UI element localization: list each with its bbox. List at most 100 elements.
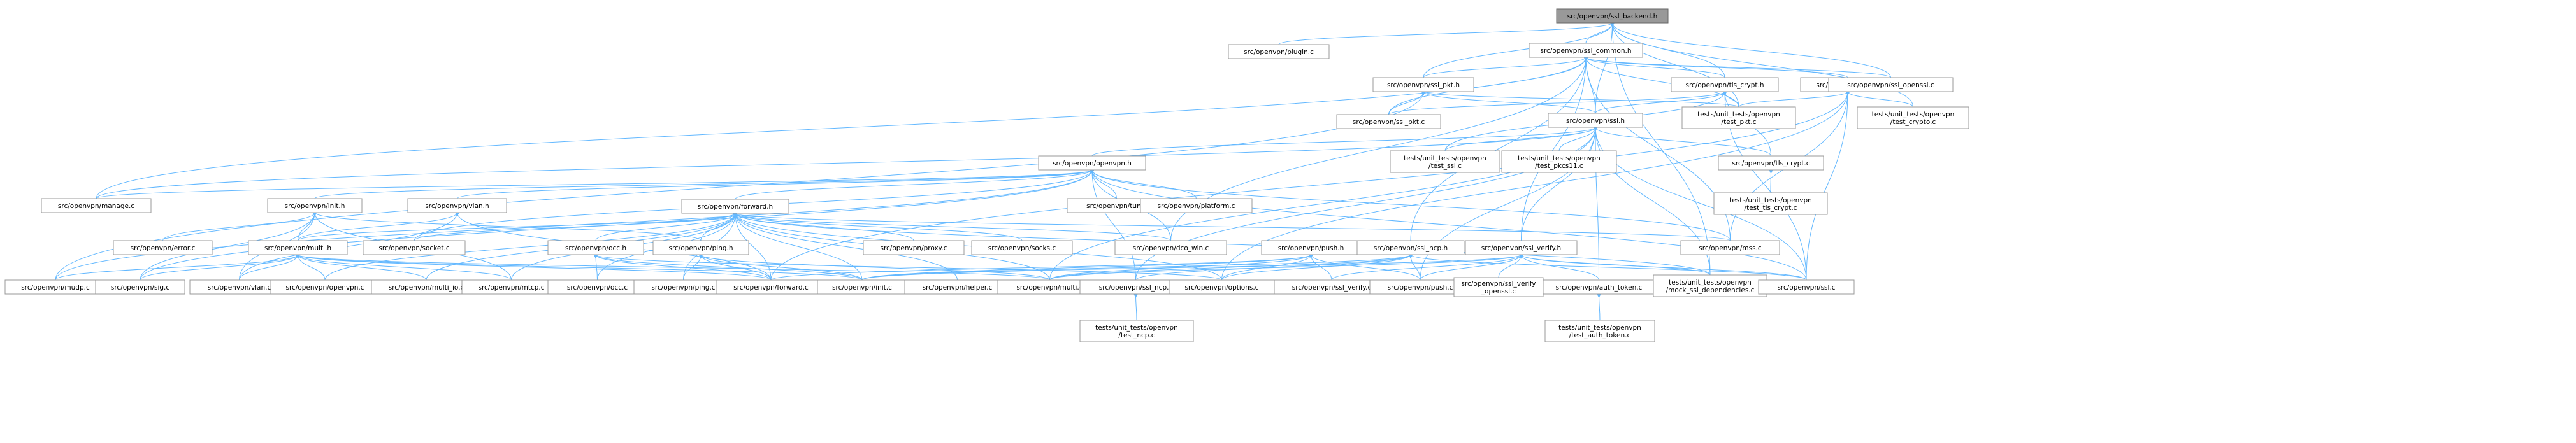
- edge-forward_h-to-openvpn_c: [324, 213, 738, 281]
- edge-openvpn_h-to-platform_c: [1090, 169, 1197, 199]
- edge-mss_h-to-ssl_c: [1806, 91, 1850, 281]
- edge-ssl_h-to-test_ssl: [1444, 127, 1598, 151]
- node-ssl-h[interactable]: src/openvpn/ssl.h: [1548, 113, 1643, 128]
- node-ssl-pkt-h[interactable]: src/openvpn/ssl_pkt.h: [1372, 77, 1474, 92]
- node-ssl-verify-openssl-c[interactable]: src/openvpn/ssl_verify_openssl.c: [1453, 277, 1544, 297]
- node-multi-h[interactable]: src/openvpn/multi.h: [248, 240, 348, 255]
- edge-multi_h-to-forward_c: [295, 254, 772, 281]
- node-ssl-common-h[interactable]: src/openvpn/ssl_common.h: [1529, 43, 1643, 58]
- node-box: [363, 240, 466, 255]
- edge-ssl_verify_h-to-push_c: [1420, 254, 1524, 281]
- node-ssl-pkt-c[interactable]: src/openvpn/ssl_pkt.c: [1336, 114, 1441, 129]
- node-vlan-h[interactable]: src/openvpn/vlan.h: [407, 198, 507, 213]
- node-box: [547, 240, 644, 255]
- node-test-crypto[interactable]: tests/unit_tests/openvpn/test_crypto.c: [1857, 106, 1969, 129]
- edge-multi_h-to-multi_io_c: [295, 254, 427, 281]
- node-box: [41, 198, 152, 213]
- node-dco-win-c[interactable]: src/openvpn/dco_win.c: [1114, 240, 1227, 255]
- node-multi-io-c[interactable]: src/openvpn/multi_io.c: [371, 279, 482, 295]
- node-label: src/openvpn/ssl_verify.c: [1292, 284, 1372, 292]
- edge-root-to-ssl_pkt_h: [1423, 22, 1615, 78]
- node-ssl-verify-c[interactable]: src/openvpn/ssl_verify.c: [1274, 279, 1390, 295]
- node-ssl-ncp-h[interactable]: src/openvpn/ssl_ncp.h: [1356, 240, 1465, 255]
- node-test-tls-crypt[interactable]: tests/unit_tests/openvpn/test_tls_crypt.…: [1713, 192, 1828, 215]
- edge-push_h-to-forward_c: [770, 254, 1314, 281]
- edge-occ_h-to-forward_c: [593, 254, 772, 281]
- node-label: src/openvpn/ssl_backend.h: [1567, 13, 1658, 20]
- node-mss-c[interactable]: src/openvpn/mss.c: [1680, 240, 1780, 255]
- node-openvpn-h[interactable]: src/openvpn/openvpn.h: [1038, 155, 1146, 171]
- node-label: tests/unit_tests/openvpn: [1669, 279, 1752, 286]
- node-push-c[interactable]: src/openvpn/push.c: [1369, 279, 1471, 295]
- node-root[interactable]: src/openvpn/ssl_backend.h: [1556, 8, 1669, 24]
- node-label: tests/unit_tests/openvpn: [1872, 111, 1955, 118]
- edge-ssl_verify_h-to-multi_c: [1049, 254, 1524, 281]
- edge-ssl_pkt_h-to-ssl_h: [1421, 91, 1596, 114]
- node-label: src/openvpn/platform.c: [1158, 202, 1235, 210]
- edge-forward_h-to-multi_h: [298, 213, 738, 241]
- node-label: src/openvpn/ping.c: [651, 284, 715, 292]
- node-socket-c[interactable]: src/openvpn/socket.c: [363, 240, 466, 255]
- node-box: [1336, 114, 1441, 129]
- node-mock-ssl-deps[interactable]: tests/unit_tests/openvpn/mock_ssl_depend…: [1653, 274, 1767, 297]
- node-label: src/openvpn/vlan.h: [425, 202, 489, 210]
- node-helper-c[interactable]: src/openvpn/helper.c: [904, 279, 1011, 295]
- node-push-h[interactable]: src/openvpn/push.h: [1261, 240, 1361, 255]
- node-openvpn-c[interactable]: src/openvpn/openvpn.c: [270, 279, 380, 295]
- node-test-pkcs11[interactable]: tests/unit_tests/openvpn/test_pkcs11.c: [1501, 150, 1617, 173]
- node-ssl-openssl-c[interactable]: src/openvpn/ssl_openssl.c: [1828, 77, 1954, 92]
- node-ssl-c[interactable]: src/openvpn/ssl.c: [1758, 279, 1855, 295]
- node-manage-c[interactable]: src/openvpn/manage.c: [41, 198, 152, 213]
- node-box: [1390, 150, 1500, 173]
- node-ssl-verify-h[interactable]: src/openvpn/ssl_verify.h: [1465, 240, 1578, 255]
- node-label: src/openvpn/socket.c: [378, 244, 449, 252]
- node-label: src/openvpn/proxy.c: [880, 244, 947, 252]
- node-plugin-c[interactable]: src/openvpn/plugin.c: [1228, 44, 1330, 59]
- node-test-ncp[interactable]: tests/unit_tests/openvpn/test_ncp.c: [1079, 320, 1194, 342]
- node-label: src/openvpn/multi_io.c: [389, 284, 464, 292]
- node-sig-c[interactable]: src/openvpn/sig.c: [95, 279, 185, 295]
- node-box: [1828, 77, 1954, 92]
- node-label: src/openvpn/openvpn.h: [1053, 160, 1132, 167]
- edge-root-to-plugin_c: [1278, 22, 1615, 45]
- node-ping-h[interactable]: src/openvpn/ping.h: [652, 240, 749, 255]
- node-label: src/openvpn/occ.c: [567, 284, 628, 292]
- node-error-c[interactable]: src/openvpn/error.c: [113, 240, 213, 255]
- node-test-pkt[interactable]: tests/unit_tests/openvpn/test_pkt.c: [1681, 106, 1796, 129]
- node-occ-c[interactable]: src/openvpn/occ.c: [547, 279, 647, 295]
- node-test-ssl[interactable]: tests/unit_tests/openvpn/test_ssl.c: [1390, 150, 1500, 173]
- edge-forward_h-to-mss_c: [733, 213, 1731, 241]
- node-tls-crypt-c[interactable]: src/openvpn/tls_crypt.c: [1718, 155, 1824, 171]
- node-mudp-c[interactable]: src/openvpn/mudp.c: [4, 279, 106, 295]
- node-init-c[interactable]: src/openvpn/init.c: [817, 279, 907, 295]
- node-box: [1556, 8, 1669, 24]
- node-occ-h[interactable]: src/openvpn/occ.h: [547, 240, 644, 255]
- edge-mss_h-to-test_pkt: [1738, 91, 1850, 108]
- edge-openvpn_h-to-ssl_c: [1090, 169, 1807, 281]
- edge-multi_h-to-init_c: [295, 254, 863, 281]
- node-options-c[interactable]: src/openvpn/options.c: [1169, 279, 1275, 295]
- edge-forward_h-to-proxy_c: [733, 213, 914, 241]
- edge-ssl_common_h-to-manage_c: [96, 57, 1588, 199]
- node-platform-c[interactable]: src/openvpn/platform.c: [1140, 198, 1253, 213]
- edge-multi_h-to-multi_c: [295, 254, 1050, 281]
- edge-ssl_ncp_h-to-ssl_ncp_c: [1135, 254, 1413, 281]
- node-auth-token-c[interactable]: src/openvpn/auth_token.c: [1543, 279, 1655, 295]
- node-forward-c[interactable]: src/openvpn/forward.c: [716, 279, 826, 295]
- node-socks-c[interactable]: src/openvpn/socks.c: [971, 240, 1073, 255]
- node-label: src/openvpn/forward.h: [698, 203, 773, 211]
- node-vlan-c[interactable]: src/openvpn/vlan.c: [189, 279, 289, 295]
- node-test-auth-token[interactable]: tests/unit_tests/openvpn/test_auth_token…: [1544, 320, 1655, 342]
- edge-openvpn_h-to-init_h: [314, 169, 1095, 199]
- node-init-h[interactable]: src/openvpn/init.h: [267, 198, 363, 213]
- node-label: /test_ncp.c: [1118, 332, 1155, 339]
- node-mtcp-c[interactable]: src/openvpn/mtcp.c: [461, 279, 561, 295]
- node-multi-c[interactable]: src/openvpn/multi.c: [997, 279, 1103, 295]
- node-proxy-c[interactable]: src/openvpn/proxy.c: [863, 240, 965, 255]
- edge-forward_h-to-forward_c: [733, 213, 772, 281]
- node-tls-crypt-h[interactable]: src/openvpn/tls_crypt.h: [1671, 77, 1779, 92]
- edge-ssl_ncp_h-to-push_c: [1408, 254, 1421, 281]
- node-forward-h[interactable]: src/openvpn/forward.h: [681, 199, 789, 214]
- node-ping-c[interactable]: src/openvpn/ping.c: [633, 279, 733, 295]
